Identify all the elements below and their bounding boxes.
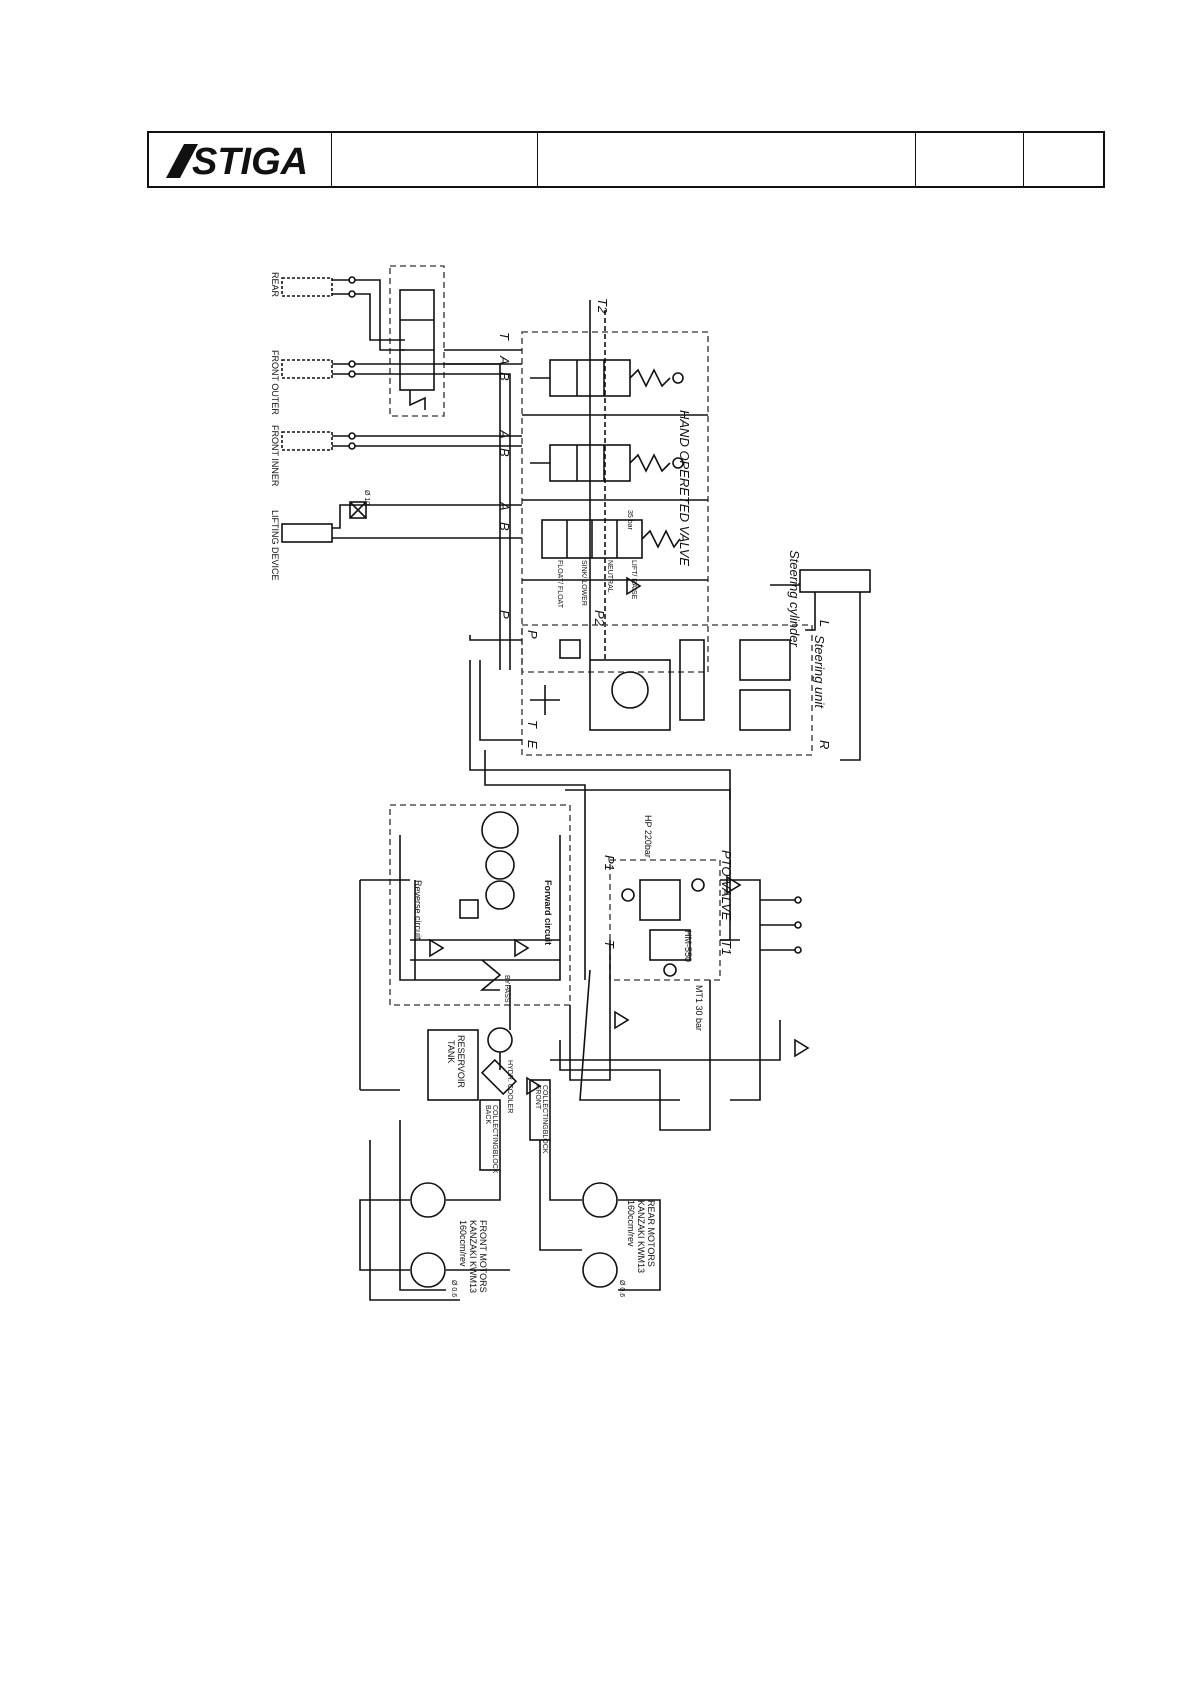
actuator-lifting-device: LIFTING DEVICE (270, 510, 280, 581)
steering-unit-label: Steering unit (812, 635, 827, 709)
collecting-block-back (479, 1099, 501, 1171)
rear-motors-1: REAR MOTORS (646, 1200, 656, 1267)
steering-cylinder-label: Steering cylinder (787, 550, 802, 647)
front-motors-1: FRONT MOTORS (478, 1220, 488, 1293)
port-steer-e: E (525, 740, 540, 749)
rear-valve-box (389, 265, 445, 417)
bypass-label: BYPASS (503, 975, 510, 1003)
title-cell-2 (332, 133, 538, 186)
port-p: P (497, 610, 512, 619)
actuator-rear: REAR (270, 272, 280, 298)
collecting-back-2: BACK (484, 1105, 491, 1124)
reservoir-label-2: TANK (446, 1040, 456, 1063)
hm550-label: HM-550 (683, 930, 693, 962)
actuator-front-inner: FRONT INNER (270, 425, 280, 487)
mt1-pressure-label: MT1 30 bar (694, 985, 704, 1031)
port-a2: A (497, 429, 512, 439)
actuator-front-outer: FRONT OUTER (270, 350, 280, 415)
port-a3: A (497, 501, 512, 511)
hand-valve-title: HAND OPERETED VALVE (677, 410, 692, 566)
port-p1: P1 (602, 855, 617, 871)
collecting-front-1: COLLECTINGBLOCK (541, 1085, 548, 1154)
orifice-label: Ø 10 (363, 490, 370, 505)
port-b2: B (497, 448, 512, 457)
port-r: R (817, 740, 832, 749)
port-b3: B (497, 522, 512, 531)
port-l: L (817, 620, 832, 627)
front-motors-3: 160ccm/rev (458, 1220, 468, 1267)
port-t2: T2 (595, 298, 610, 314)
steering-unit-box (521, 624, 813, 756)
pump-box (389, 804, 571, 1006)
pos-lift: LIFT/ RAISE (630, 560, 637, 600)
stiga-logo: STIGA (166, 141, 308, 180)
title-cell-5 (1024, 133, 1103, 186)
pos-float: FLOAT/ FLOAT (556, 560, 563, 609)
reservoir-label-1: RESERVOIR (456, 1035, 466, 1088)
orifice-motor-label-front: Ø 0.6 (450, 1280, 457, 1297)
pos-sink: SINK/ LOWER (580, 560, 587, 606)
pressure-35bar: 35 bar (626, 510, 633, 531)
schematic-svg: HAND OPERETED VALVE Steering cylinder St… (270, 265, 871, 1301)
port-p2: P2 (592, 610, 607, 627)
port-b1: B (497, 372, 512, 381)
orifice-motor-label: Ø 0.6 (618, 1280, 625, 1297)
pto-valve-label: PTO VALVE (719, 850, 734, 921)
port-t1: T1 (719, 940, 734, 955)
hp-pressure-label: HP 220bar (643, 815, 653, 858)
title-block: STIGA (147, 131, 1105, 188)
hand-valve-box (521, 331, 709, 673)
port-steer-p: P (525, 630, 540, 639)
svg-text:STIGA: STIGA (192, 141, 308, 180)
front-motors-2: KANZAKI KWM13 (468, 1220, 478, 1293)
port-steer-t: T (525, 720, 540, 729)
collecting-front-2: FRONT (534, 1085, 541, 1110)
logo-cell: STIGA (149, 133, 332, 186)
collecting-back-1: COLLECTINGBLOCK (491, 1105, 498, 1174)
oil-cooler-label: HYDR. COOLER (506, 1060, 513, 1113)
port-pto-t: T (602, 940, 617, 949)
port-t: T (497, 332, 512, 341)
title-cell-4 (916, 133, 1024, 186)
hydraulic-schematic: HAND OPERETED VALVE Steering cylinder St… (260, 240, 880, 1430)
port-a1: A (497, 355, 512, 365)
rear-motors-2: KANZAKI KWM13 (636, 1200, 646, 1273)
rear-motors-3: 160ccm/rev (626, 1200, 636, 1247)
pos-neutral: NEUTRAL (606, 560, 613, 593)
title-cell-3 (538, 133, 916, 186)
reverse-circuit-label: Reverse circuit (413, 880, 423, 940)
reservoir-tank (427, 1029, 479, 1101)
pto-valve-box (609, 859, 721, 981)
forward-circuit-label: Forward circuit (543, 880, 553, 945)
